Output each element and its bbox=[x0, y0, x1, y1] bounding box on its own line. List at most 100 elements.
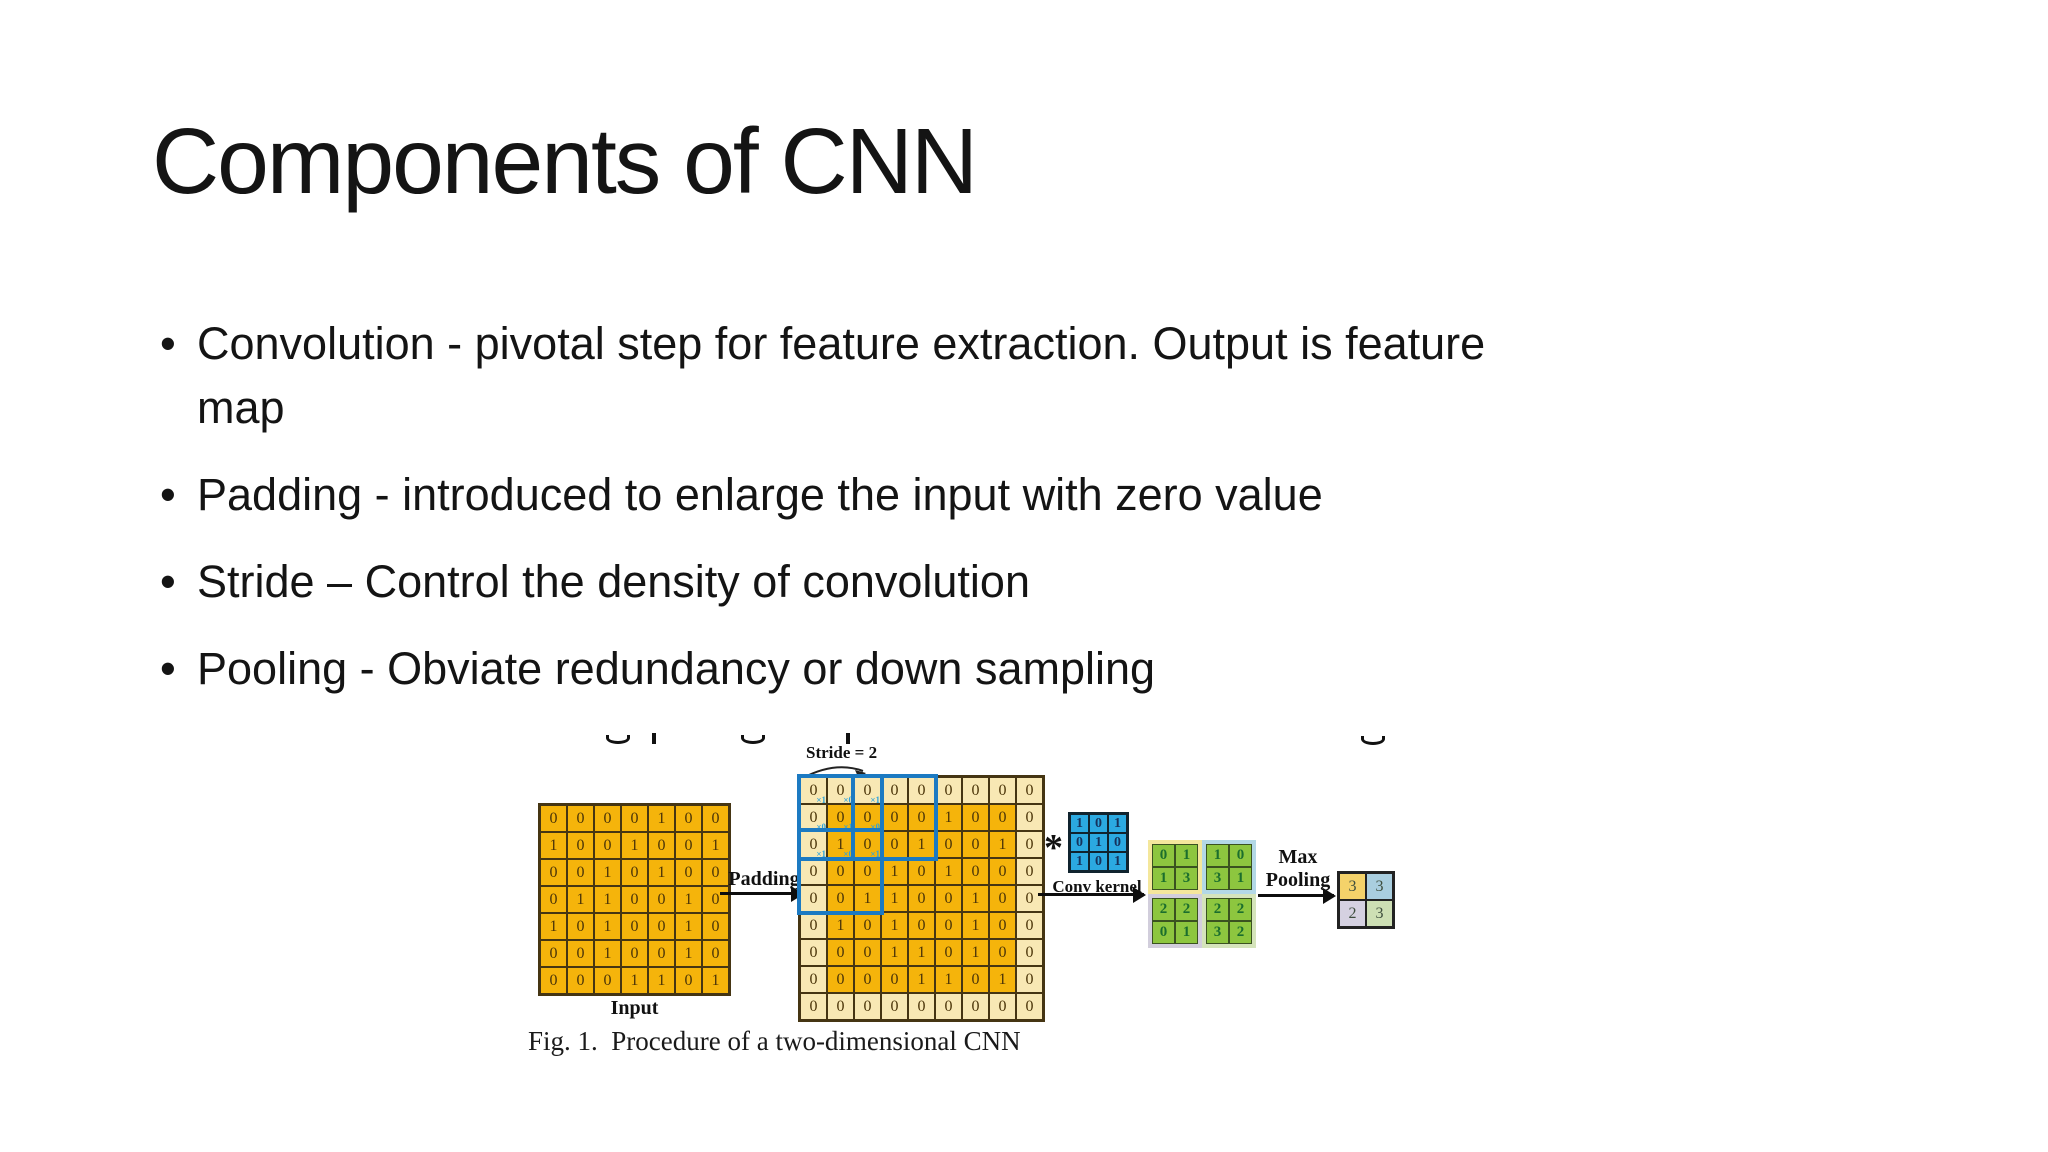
matrix-cell: 3 bbox=[1366, 873, 1393, 900]
matrix-cell: 1 bbox=[1206, 844, 1229, 867]
matrix-cell: 1 bbox=[935, 966, 962, 993]
matrix-cell: 0 bbox=[567, 832, 594, 859]
matrix-cell: 0 bbox=[594, 805, 621, 832]
matrix-cell: 0 bbox=[675, 859, 702, 886]
matrix-cell: 0 bbox=[540, 967, 567, 994]
matrix-cell: 0 bbox=[648, 913, 675, 940]
matrix-cell: 1 bbox=[908, 831, 935, 858]
matrix-cell: 0 bbox=[881, 993, 908, 1020]
conv-arrow bbox=[1038, 893, 1144, 896]
matrix-cell: 0 bbox=[594, 967, 621, 994]
matrix-cell: 1 bbox=[881, 939, 908, 966]
matrix-cell: 0 bbox=[989, 885, 1016, 912]
matrix-cell: 0 bbox=[540, 886, 567, 913]
matrix-cell: 1 bbox=[540, 832, 567, 859]
bullet-item: •Padding - introduced to enlarge the inp… bbox=[160, 463, 1485, 527]
kernel-weight-subscript: ×0 bbox=[843, 849, 853, 859]
matrix-cell: 0 bbox=[962, 993, 989, 1020]
matrix-cell: 1 bbox=[935, 804, 962, 831]
matrix-cell: 2 bbox=[1152, 898, 1175, 921]
matrix-cell: 0 bbox=[648, 832, 675, 859]
kernel-weight-subscript: ×1 bbox=[816, 849, 826, 859]
matrix-cell: 1 bbox=[1229, 867, 1252, 890]
cropped-text-fragment bbox=[1361, 736, 1385, 745]
matrix-cell: 2 bbox=[1339, 900, 1366, 927]
bullet-text: Convolution - pivotal step for feature e… bbox=[197, 318, 1486, 433]
matrix-cell: 1 bbox=[648, 859, 675, 886]
matrix-cell: 0 bbox=[675, 805, 702, 832]
cropped-text-fragment bbox=[652, 733, 656, 744]
matrix-cell: 0 bbox=[567, 805, 594, 832]
matrix-cell: 0 bbox=[540, 805, 567, 832]
matrix-cell: 0 bbox=[881, 777, 908, 804]
matrix-cell: 1 bbox=[962, 912, 989, 939]
matrix-cell: 1 bbox=[702, 832, 729, 859]
matrix-cell: 0 bbox=[908, 993, 935, 1020]
matrix-cell: 1 bbox=[675, 940, 702, 967]
matrix-cell: 1 bbox=[702, 967, 729, 994]
matrix-cell: 0 bbox=[908, 885, 935, 912]
matrix-cell: 0 bbox=[1108, 833, 1127, 852]
matrix-cell: 0 bbox=[935, 777, 962, 804]
matrix-cell: 1 bbox=[594, 913, 621, 940]
matrix-cell: 1 bbox=[1152, 867, 1175, 890]
matrix-cell: 1 bbox=[594, 886, 621, 913]
bullet-marker: • bbox=[160, 556, 176, 607]
matrix-cell: 0 bbox=[962, 966, 989, 993]
matrix-cell: 1 bbox=[989, 966, 1016, 993]
matrix-cell: 0 bbox=[989, 939, 1016, 966]
matrix-cell: 2 bbox=[1175, 898, 1198, 921]
matrix-cell: 0 bbox=[567, 940, 594, 967]
matrix-cell: 0 bbox=[1016, 993, 1043, 1020]
kernel-weight-subscript: ×1 bbox=[843, 822, 853, 832]
matrix-cell: 1 bbox=[1070, 814, 1089, 833]
convolution-asterisk: * bbox=[1044, 827, 1063, 869]
matrix-cell: 0 bbox=[1016, 804, 1043, 831]
kernel-weight-subscript: ×1 bbox=[816, 795, 826, 805]
matrix-cell: 0 bbox=[1016, 831, 1043, 858]
matrix-cell: 2 bbox=[1206, 898, 1229, 921]
conv-kernel-label: Conv kernel bbox=[1052, 877, 1142, 896]
matrix-cell: 2 bbox=[1229, 921, 1252, 944]
matrix-cell: 0 bbox=[1016, 885, 1043, 912]
matrix-cell: 1 bbox=[1175, 921, 1198, 944]
matrix-cell: 0 bbox=[854, 993, 881, 1020]
matrix-cell: 0 bbox=[854, 939, 881, 966]
max-pooling-label: Max Pooling bbox=[1256, 846, 1340, 892]
figure-caption: Fig. 1. Procedure of a two-dimensional C… bbox=[528, 1026, 1021, 1056]
matrix-cell: 0 bbox=[827, 858, 854, 885]
matrix-cell: 3 bbox=[1206, 867, 1229, 890]
matrix-cell: 3 bbox=[1366, 900, 1393, 927]
matrix-cell: 0×1 bbox=[827, 804, 854, 832]
matrix-cell: 0 bbox=[800, 912, 827, 939]
matrix-cell: 1 bbox=[881, 858, 908, 885]
matrix-cell: 0 bbox=[621, 886, 648, 913]
matrix-cell: 0 bbox=[827, 939, 854, 966]
matrix-cell: 0 bbox=[648, 940, 675, 967]
matrix-cell: 0 bbox=[1229, 844, 1252, 867]
matrix-cell: 0 bbox=[1152, 921, 1175, 944]
matrix-cell: 0×0 bbox=[827, 777, 854, 805]
matrix-cell: 0 bbox=[800, 966, 827, 993]
matrix-cell: 0×0 bbox=[854, 804, 881, 832]
matrix-cell: 0 bbox=[702, 805, 729, 832]
matrix-cell: 0 bbox=[854, 912, 881, 939]
matrix-cell: 0 bbox=[1016, 966, 1043, 993]
matrix-cell: 0 bbox=[908, 858, 935, 885]
matrix-cell: 1 bbox=[648, 805, 675, 832]
matrix-cell: 0 bbox=[567, 859, 594, 886]
matrix-cell: 1 bbox=[675, 886, 702, 913]
kernel-weight-subscript: ×1 bbox=[870, 795, 880, 805]
matrix-cell: 0 bbox=[800, 858, 827, 885]
matrix-cell: 1 bbox=[908, 966, 935, 993]
matrix-cell: 0 bbox=[675, 967, 702, 994]
kernel-weight-subscript: ×0 bbox=[843, 795, 853, 805]
bullet-list: • Convolution - pivotal step for feature … bbox=[160, 312, 1485, 724]
